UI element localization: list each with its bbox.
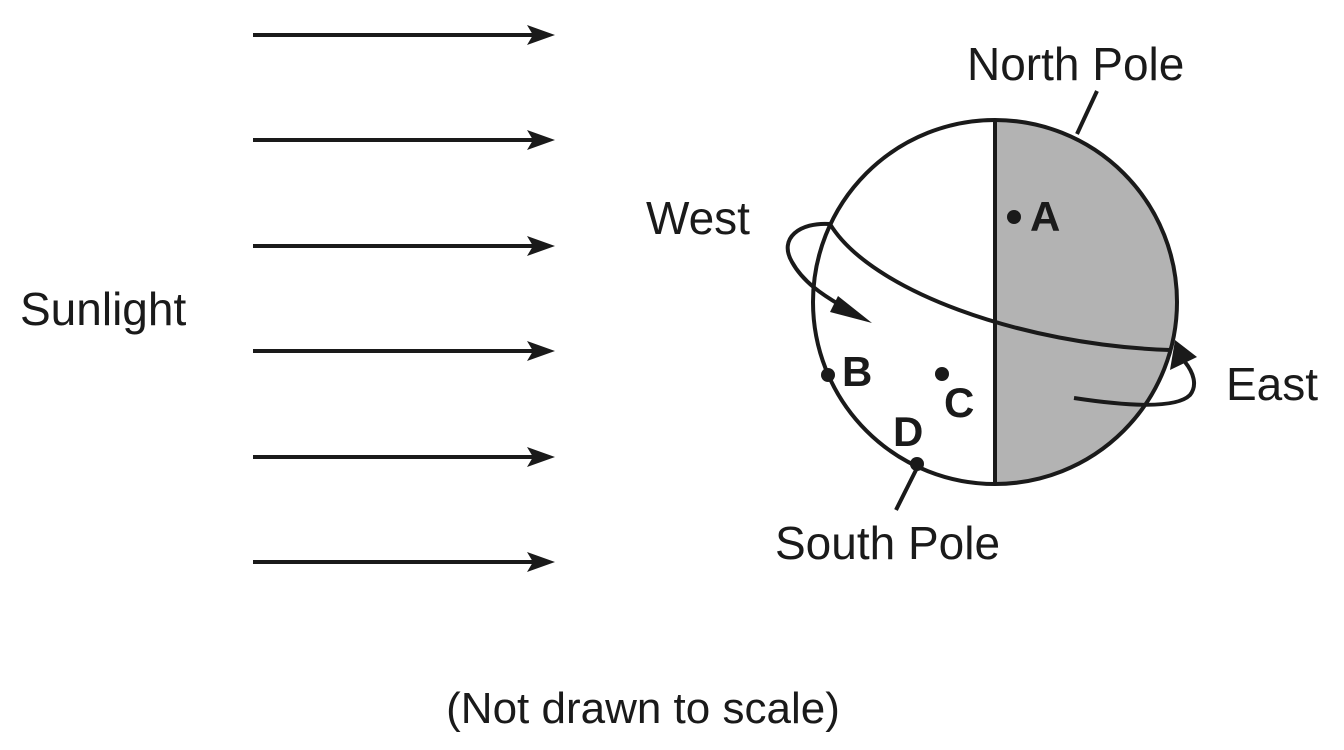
point-d-label: D: [893, 408, 923, 455]
earth: [811, 118, 1179, 486]
point-a-dot: [1007, 210, 1021, 224]
point-a-label: A: [1030, 193, 1060, 240]
point-b-dot: [821, 368, 835, 382]
sunlight-rays: [253, 25, 555, 572]
sun-ray-arrow-icon: [253, 447, 555, 467]
south-pole-leader: [894, 467, 919, 511]
night-side: [995, 120, 1177, 484]
sun-ray-arrow-icon: [253, 341, 555, 361]
point-d-dot: [910, 457, 924, 471]
scale-note: (Not drawn to scale): [446, 684, 840, 733]
east-label: East: [1226, 358, 1318, 410]
point-b-label: B: [842, 348, 872, 395]
sun-ray-arrow-icon: [253, 130, 555, 150]
north-pole-leader: [1075, 90, 1099, 135]
earth-outline: [811, 118, 1179, 486]
west-rotation-arrow-icon: [785, 221, 872, 323]
point-c-label: C: [944, 379, 974, 426]
sun-ray-arrow-icon: [253, 552, 555, 572]
sunlight-label: Sunlight: [20, 283, 186, 335]
sun-ray-arrow-icon: [253, 25, 555, 45]
sun-ray-arrow-icon: [253, 236, 555, 256]
east-rotation-arrow-icon: [1073, 340, 1197, 407]
equator-line: [828, 222, 1171, 352]
south-pole-label: South Pole: [775, 517, 1000, 569]
north-pole-label: North Pole: [967, 38, 1184, 90]
point-markers: [821, 210, 1021, 471]
point-c-dot: [935, 367, 949, 381]
west-label: West: [646, 192, 750, 244]
